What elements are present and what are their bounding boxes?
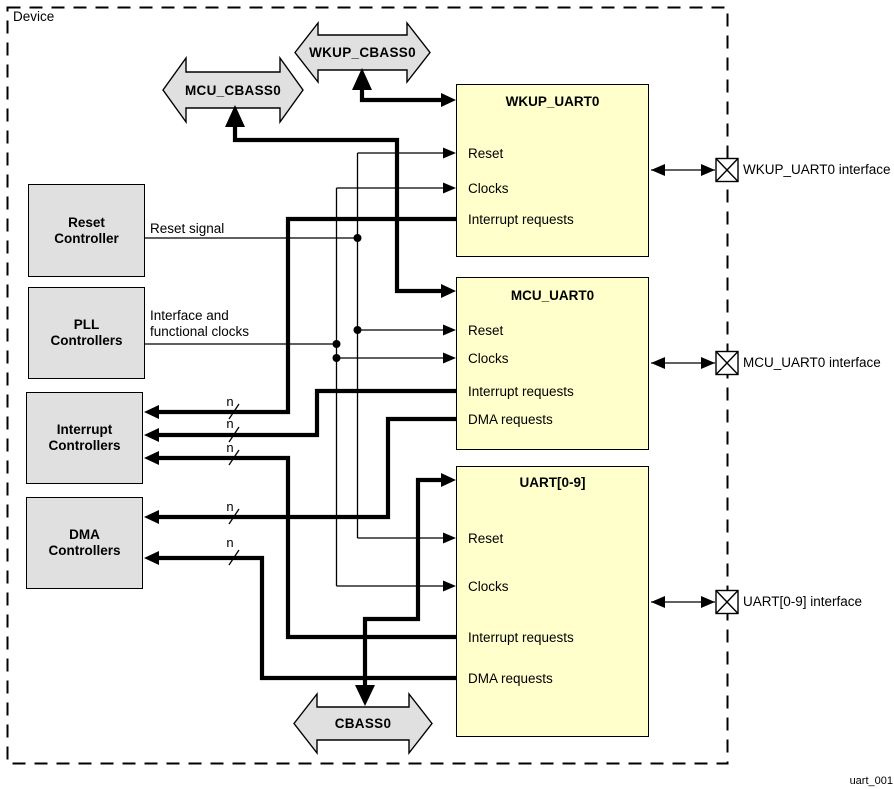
uart0-9-block: UART[0-9] Reset Clocks Interrupt request…: [456, 466, 649, 737]
mcu-uart0-interface-x-box-icon: [715, 350, 739, 376]
interrupt-controllers-block: Interrupt Controllers: [26, 392, 143, 484]
bus-slash-dma-1: [228, 508, 240, 525]
arrowhead-reset-uart0-9: [443, 532, 456, 544]
dma-controllers-label-line1: DMA: [69, 527, 100, 542]
device-label: Device: [13, 9, 55, 24]
bus-width-label-interrupt-3: n: [226, 440, 234, 455]
cbass0-arrow: [293, 691, 433, 756]
arrowhead-if1-right: [701, 164, 715, 176]
arrowhead-into-mcu-uart0: [441, 284, 456, 298]
arrowhead-reset-mcu: [443, 324, 456, 336]
mcu-cbass0-label: MCU_CBASS0: [184, 83, 282, 98]
interface-connections: [651, 157, 739, 615]
arrowhead-if3-right: [701, 596, 715, 608]
pll-controllers-label-line1: PLL: [73, 317, 100, 332]
mcu-cbass0-arrow: [162, 55, 304, 125]
junction-reset-mcu: [353, 326, 362, 334]
figure-id-label: uart_001: [849, 775, 893, 787]
functional-clocks-label-line2: functional clocks: [150, 324, 250, 339]
wire-mcu-cbass0-to-mcu-uart0: [232, 118, 443, 294]
wkup-cbass0-arrow: [294, 20, 431, 85]
wkup-uart0-interface-x-box-icon: [715, 157, 739, 183]
mcu-uart0-title: MCU_UART0: [510, 288, 595, 303]
wkup-uart0-reset-label: Reset: [468, 146, 504, 161]
wkup-cbass0-label: WKUP_CBASS0: [309, 45, 416, 60]
mcu-uart0-block: MCU_UART0 Reset Clocks Interrupt request…: [456, 277, 649, 450]
pll-controllers-block: PLL Controllers: [28, 287, 145, 379]
dma-controllers-label-line2: Controllers: [48, 543, 121, 558]
bus-slash-interrupt-3: [228, 449, 240, 466]
arrowhead-reset-wkup: [443, 147, 456, 159]
wire-wkup-uart0-interrupt: [158, 216, 456, 415]
uart0-9-dma-label: DMA requests: [468, 671, 553, 686]
wire-wkup-cbass0-to-wkup-uart0: [359, 79, 444, 103]
wire-uart0-9-interrupt: [158, 455, 456, 640]
reset-signal-label: Reset signal: [150, 221, 225, 236]
mcu-uart0-dma-label: DMA requests: [468, 412, 553, 427]
uart0-9-title: UART[0-9]: [519, 475, 586, 490]
uart0-9-clocks-label: Clocks: [468, 579, 509, 594]
uart0-9-interrupt-label: Interrupt requests: [468, 630, 574, 645]
mcu-uart0-clocks-label: Clocks: [468, 351, 509, 366]
pll-controllers-label-line2: Controllers: [50, 333, 123, 348]
bus-width-label-dma-1: n: [226, 499, 234, 514]
arrowhead-clocks-uart0-9: [443, 580, 456, 592]
bus-width-label-interrupt-1: n: [226, 394, 234, 409]
junction-clocks-pll: [332, 340, 341, 348]
arrowhead-interrupt-3: [144, 451, 159, 465]
bus-slash-interrupt-1: [228, 403, 240, 420]
functional-clocks-label-line1: Interface and: [150, 308, 229, 323]
bus-slash-dma-2: [228, 549, 240, 566]
arrowhead-if1-left: [651, 164, 665, 176]
wkup-uart0-interrupt-label: Interrupt requests: [468, 212, 574, 227]
reset-controller-label-line2: Controller: [54, 230, 119, 246]
mcu-uart0-interrupt-label: Interrupt requests: [468, 384, 574, 399]
arrowhead-interrupt-1: [144, 405, 159, 419]
interrupt-controllers-label-line2: Controllers: [48, 438, 121, 453]
arrowhead-clocks-mcu: [443, 352, 456, 364]
arrowhead-into-cbass0: [355, 685, 375, 706]
junction-reset-signal: [353, 234, 362, 242]
junction-clocks-mcu: [332, 354, 341, 362]
arrowhead-interrupt-2: [144, 428, 159, 442]
wkup-uart0-block: WKUP_UART0 Reset Clocks Interrupt reques…: [456, 84, 649, 257]
reset-controller-block: Reset Controller: [28, 184, 145, 277]
mcu-uart0-reset-label: Reset: [468, 323, 504, 338]
bus-width-label-dma-2: n: [226, 535, 234, 550]
arrowhead-into-uart0-9: [441, 473, 456, 487]
arrowhead-if3-left: [651, 596, 665, 608]
arrowhead-dma-2: [144, 551, 159, 565]
arrowhead-into-mcu-cbass0: [225, 105, 245, 127]
uart0-9-interface-label: UART[0-9] interface: [743, 594, 863, 609]
cbass0-label: CBASS0: [334, 716, 392, 731]
dma-controllers-block: DMA Controllers: [26, 497, 143, 589]
arrowhead-dma-1: [144, 510, 159, 524]
wkup-uart0-clocks-label: Clocks: [468, 181, 509, 196]
arrowhead-into-wkup-uart0: [441, 93, 456, 107]
reset-controller-label-line1: Reset: [68, 214, 105, 230]
wire-mcu-uart0-dma: [158, 416, 456, 520]
interrupt-controllers-label-line1: Interrupt: [56, 422, 113, 437]
wire-uart0-9-dma: [158, 555, 456, 681]
uart0-9-interface-x-box-icon: [715, 589, 739, 615]
bus-width-label-interrupt-2: n: [226, 416, 234, 431]
arrowhead-if2-right: [701, 357, 715, 369]
wire-mcu-uart0-interrupt: [158, 388, 456, 438]
wire-cbass0-to-uart0-9: [362, 477, 443, 687]
wkup-uart0-title: WKUP_UART0: [505, 94, 600, 109]
mcu-uart0-interface-label: MCU_UART0 interface: [743, 355, 881, 370]
arrowhead-if2-left: [651, 357, 665, 369]
device-boundary: [6, 6, 729, 765]
arrowhead-into-wkup-cbass0: [352, 68, 372, 90]
bus-slash-interrupt-2: [228, 426, 240, 443]
arrowhead-clocks-wkup: [443, 182, 456, 194]
wkup-uart0-interface-label: WKUP_UART0 interface: [743, 162, 891, 177]
uart0-9-reset-label: Reset: [468, 531, 504, 546]
